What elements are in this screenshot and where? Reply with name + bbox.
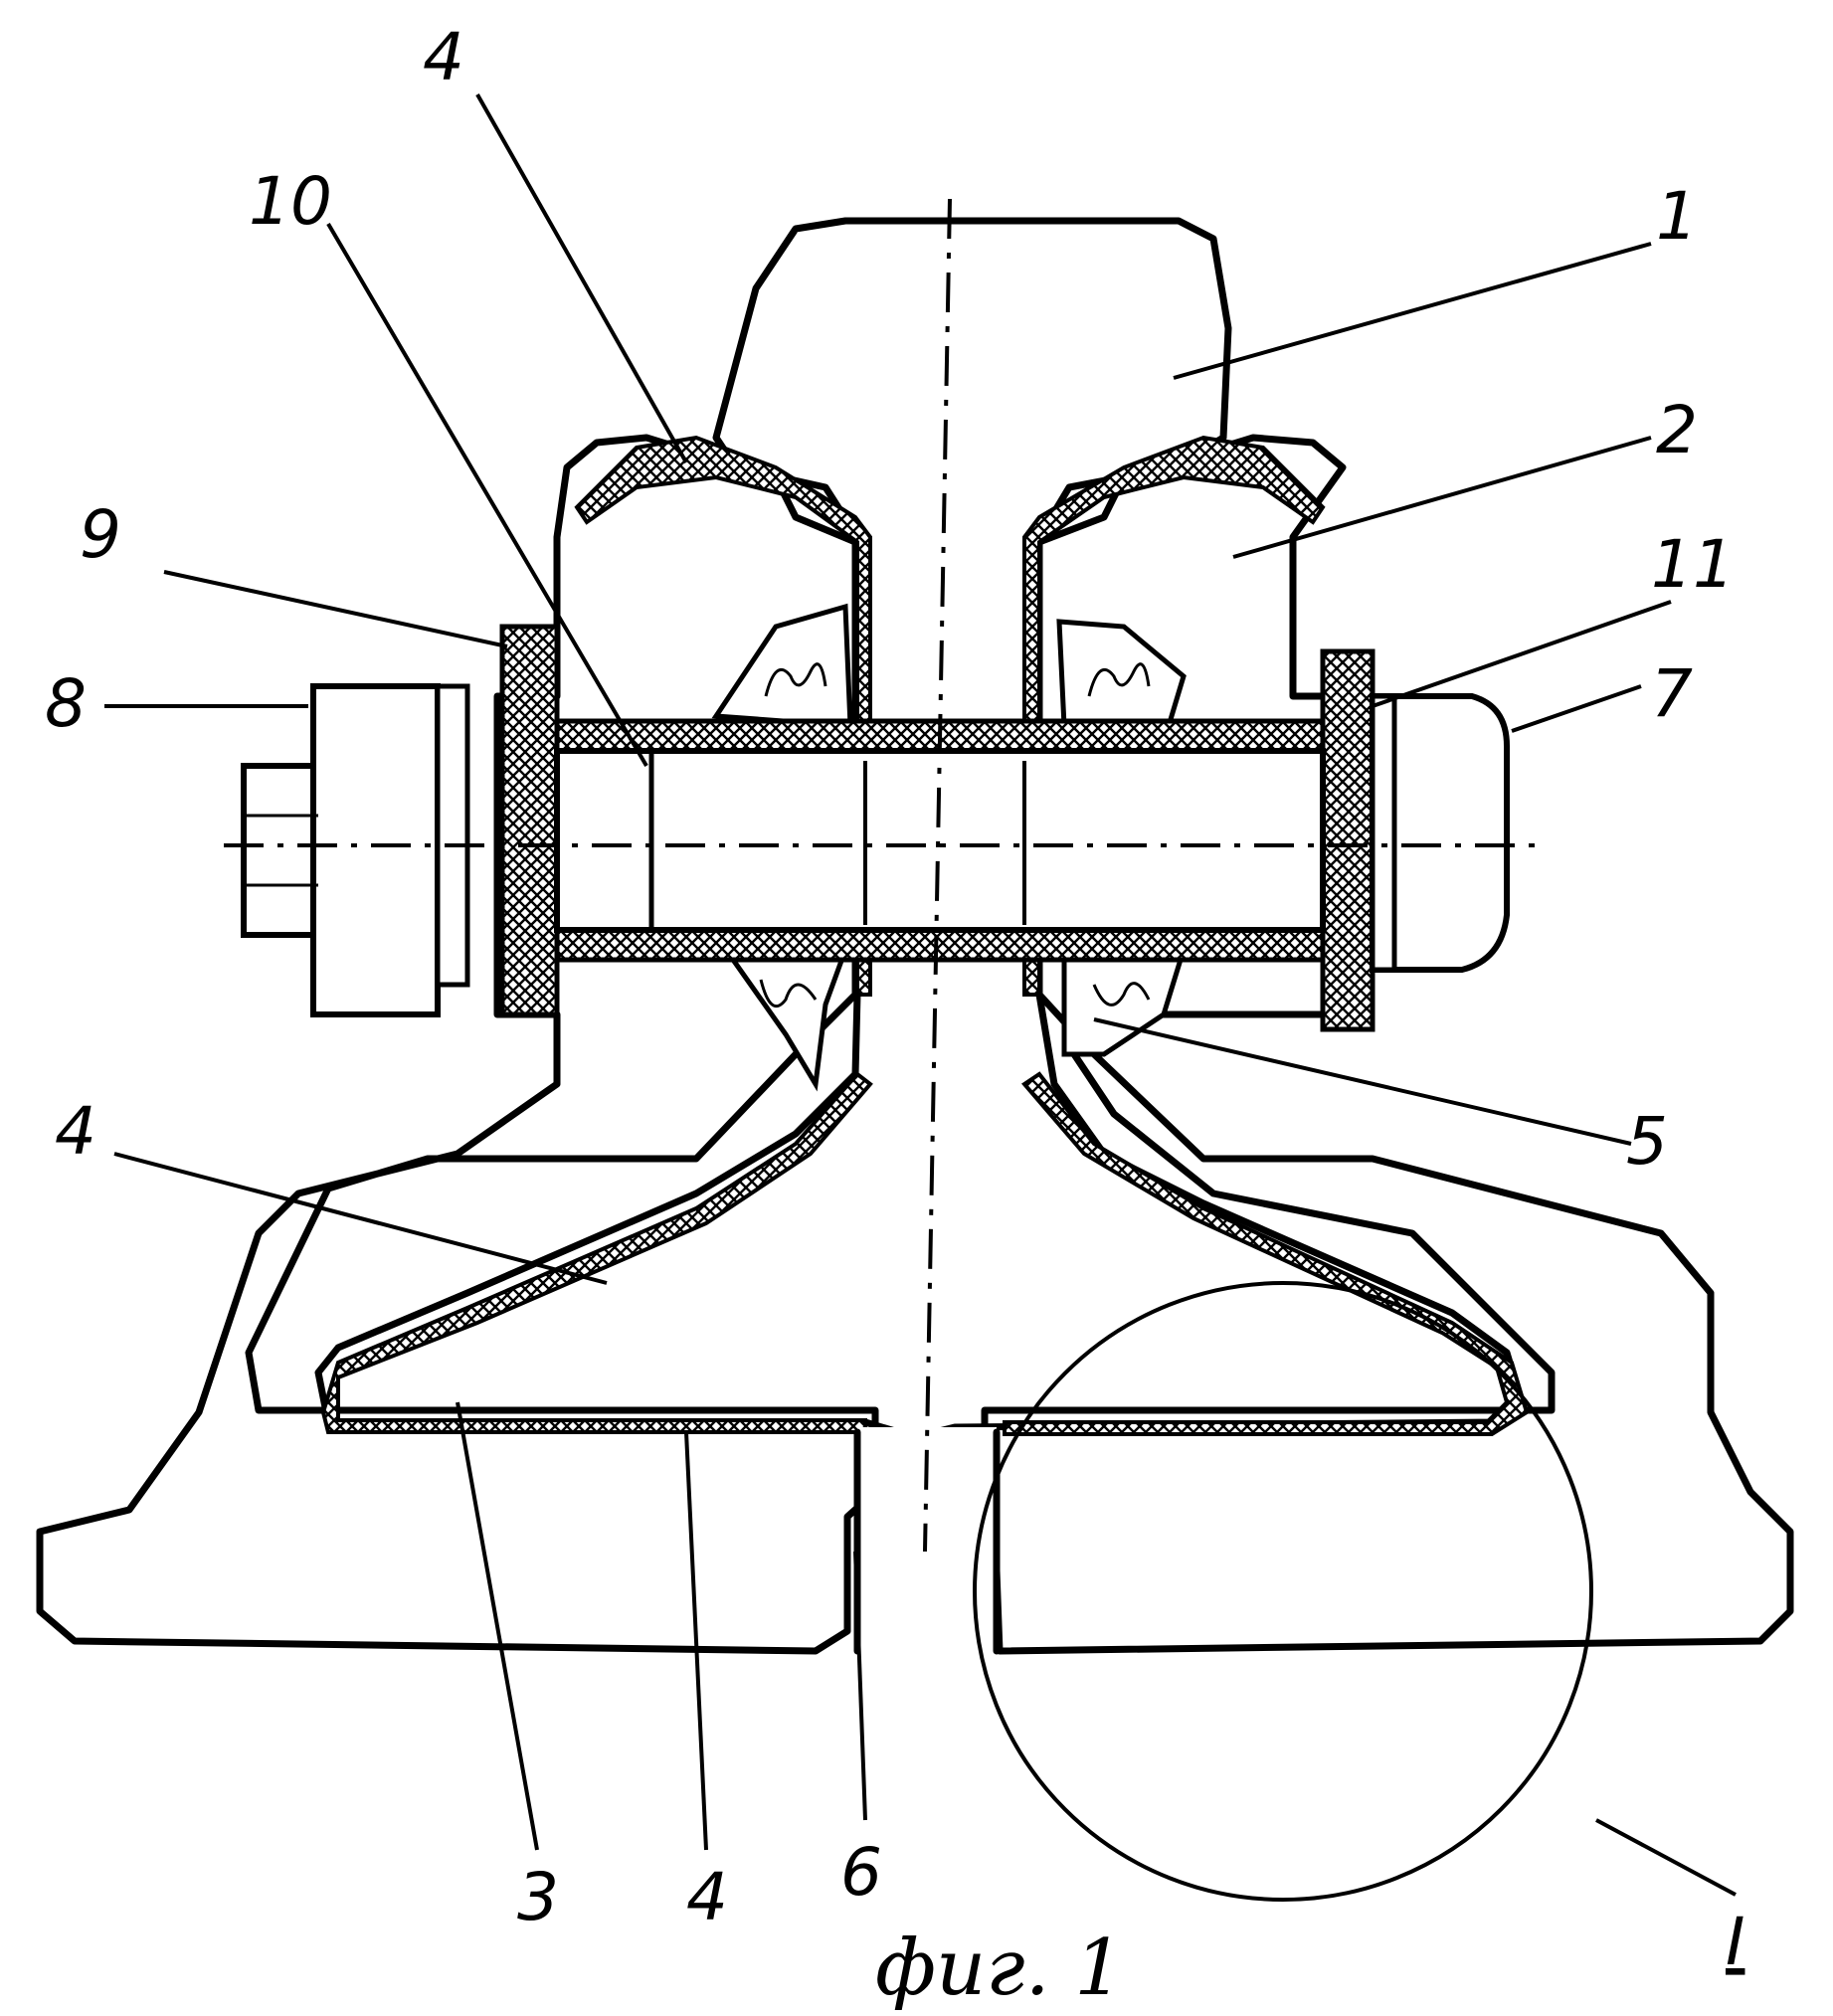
callout-6: 6 [840, 1834, 882, 1911]
callout-11: 11 [1651, 526, 1735, 603]
callout-4-mid: 4 [55, 1093, 96, 1170]
callout-3: 3 [517, 1859, 559, 1935]
callout-5: 5 [1626, 1103, 1668, 1180]
callout-8: 8 [45, 665, 87, 742]
insulating-plate-right [1323, 651, 1373, 1029]
callout-9: 9 [80, 496, 121, 573]
callout-10: 10 [249, 163, 332, 240]
insulating-plate-left [502, 627, 557, 1014]
figure-caption: фиг. 1 [875, 1924, 1124, 2013]
washer [1373, 696, 1394, 970]
joint-bar-left [40, 438, 875, 1651]
callout-1: 1 [1656, 178, 1698, 255]
callout-I: I [1726, 1904, 1744, 1980]
callout-7: 7 [1651, 655, 1693, 732]
callout-labels: 1 2 11 7 5 4 10 9 8 4 3 4 6 I [45, 19, 1744, 1980]
callout-4-bottom: 4 [686, 1859, 728, 1935]
callout-4-top: 4 [423, 19, 464, 95]
nut [244, 686, 467, 1014]
callout-2: 2 [1656, 392, 1698, 468]
